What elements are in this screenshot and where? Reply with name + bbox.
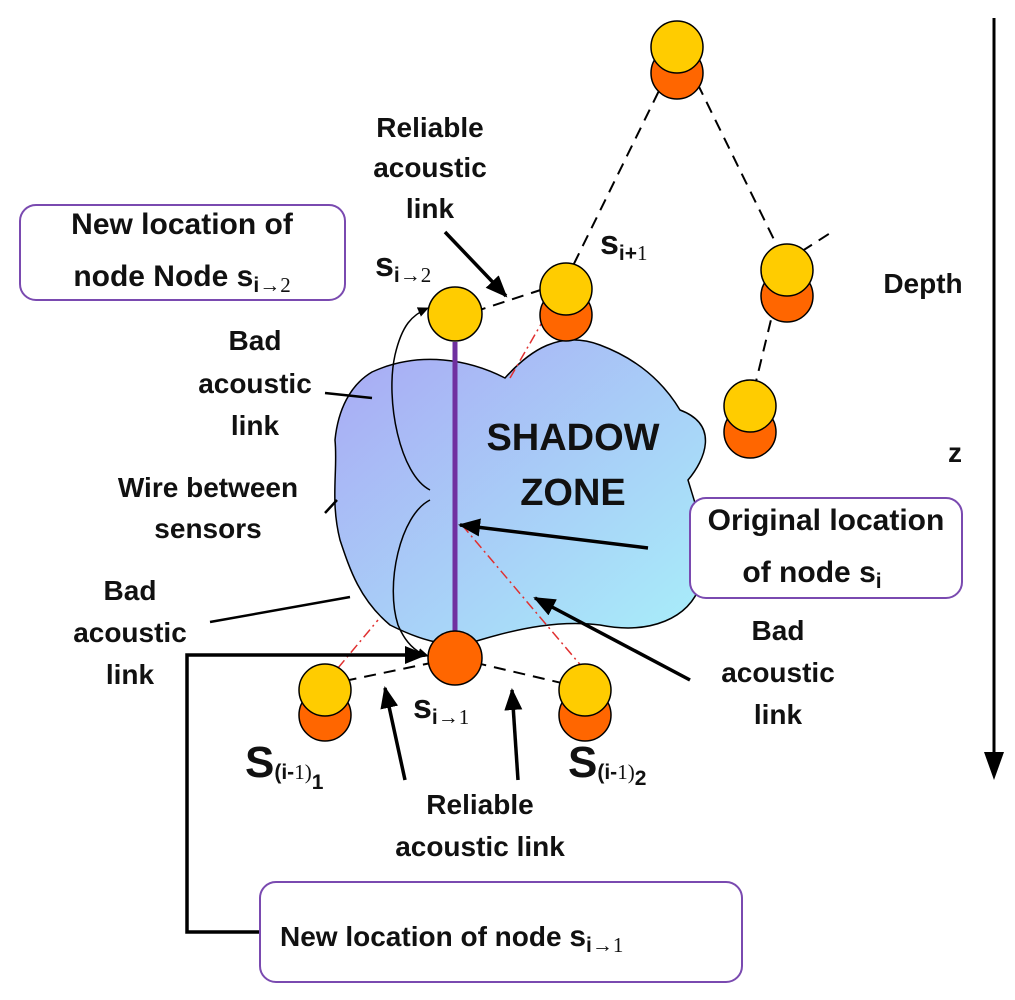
depth-axis-arrowhead (984, 752, 1004, 780)
label-s-i-to-1: si→1 (413, 688, 469, 729)
depth-label: Depth (883, 268, 962, 299)
reliable-bottom-line2: acoustic link (395, 831, 565, 862)
node-s-i-plus-2-top (650, 20, 704, 100)
shadow-zone-label-line2: ZONE (520, 472, 626, 514)
shadow-zone-area (334, 339, 707, 645)
shadow-zone-label-line1: SHADOW (486, 417, 659, 459)
bad-right-arrow (533, 596, 691, 682)
bad-left-bottom-line1: Bad (104, 575, 157, 606)
original-location-arrow (458, 518, 649, 550)
move-curve-up (391, 307, 431, 491)
node-s-i-plus-1 (539, 262, 593, 342)
wire-label-line2: sensors (154, 513, 261, 544)
label-s-i-to-2: si→2 (375, 246, 431, 287)
reliable-top-arrow (443, 230, 508, 298)
z-label: z (948, 437, 962, 468)
new-location-bottom-connector (185, 646, 427, 934)
callout-box-right (689, 497, 963, 599)
node-s-im1-2 (558, 663, 612, 742)
callout-right-line2: of node si (742, 556, 881, 593)
bad-right-bottom-line1: Bad (752, 615, 805, 646)
label-s-im1-1: S(i-1)1 (245, 738, 324, 794)
bad-left-top-line1: Bad (229, 325, 282, 356)
bad-left-bottom-line3: link (106, 659, 155, 690)
leader-lines (209, 391, 373, 624)
reliable-bottom-line1: Reliable (426, 789, 533, 820)
callout-top-left-line1: New location of (71, 208, 294, 241)
callout-bottom-text: New location of node si→1 (280, 920, 623, 957)
label-s-i-plus-1: si+1 (600, 224, 648, 265)
reliable-top-line2: acoustic (373, 152, 487, 183)
bad-right-bottom-line3: link (754, 699, 803, 730)
reliable-top-line3: link (406, 193, 455, 224)
node-s-i-to-2 (427, 286, 483, 342)
callout-box-top-left (19, 204, 346, 301)
bad-left-top-line3: link (231, 410, 280, 441)
bad-right-bottom-line2: acoustic (721, 657, 835, 688)
reliable-bottom-arrow-right (504, 688, 523, 781)
callout-right-line1: Original location (708, 504, 945, 537)
label-s-im1-2: S(i-1)2 (568, 738, 646, 790)
reliable-top-line1: Reliable (376, 112, 483, 143)
reliable-bottom-arrow-left (380, 686, 407, 781)
node-right-upper (760, 243, 814, 323)
callout-box-bottom (259, 881, 743, 983)
callout-top-left-line2: node Node si→2 (73, 260, 290, 297)
wire-label-line1: Wire between (118, 472, 298, 503)
bad-left-bottom-line2: acoustic (73, 617, 187, 648)
node-s-im1-1 (298, 663, 352, 742)
node-right-lower (723, 379, 777, 459)
node-s-i-to-1 (427, 630, 483, 686)
bad-left-top-line2: acoustic (198, 368, 312, 399)
